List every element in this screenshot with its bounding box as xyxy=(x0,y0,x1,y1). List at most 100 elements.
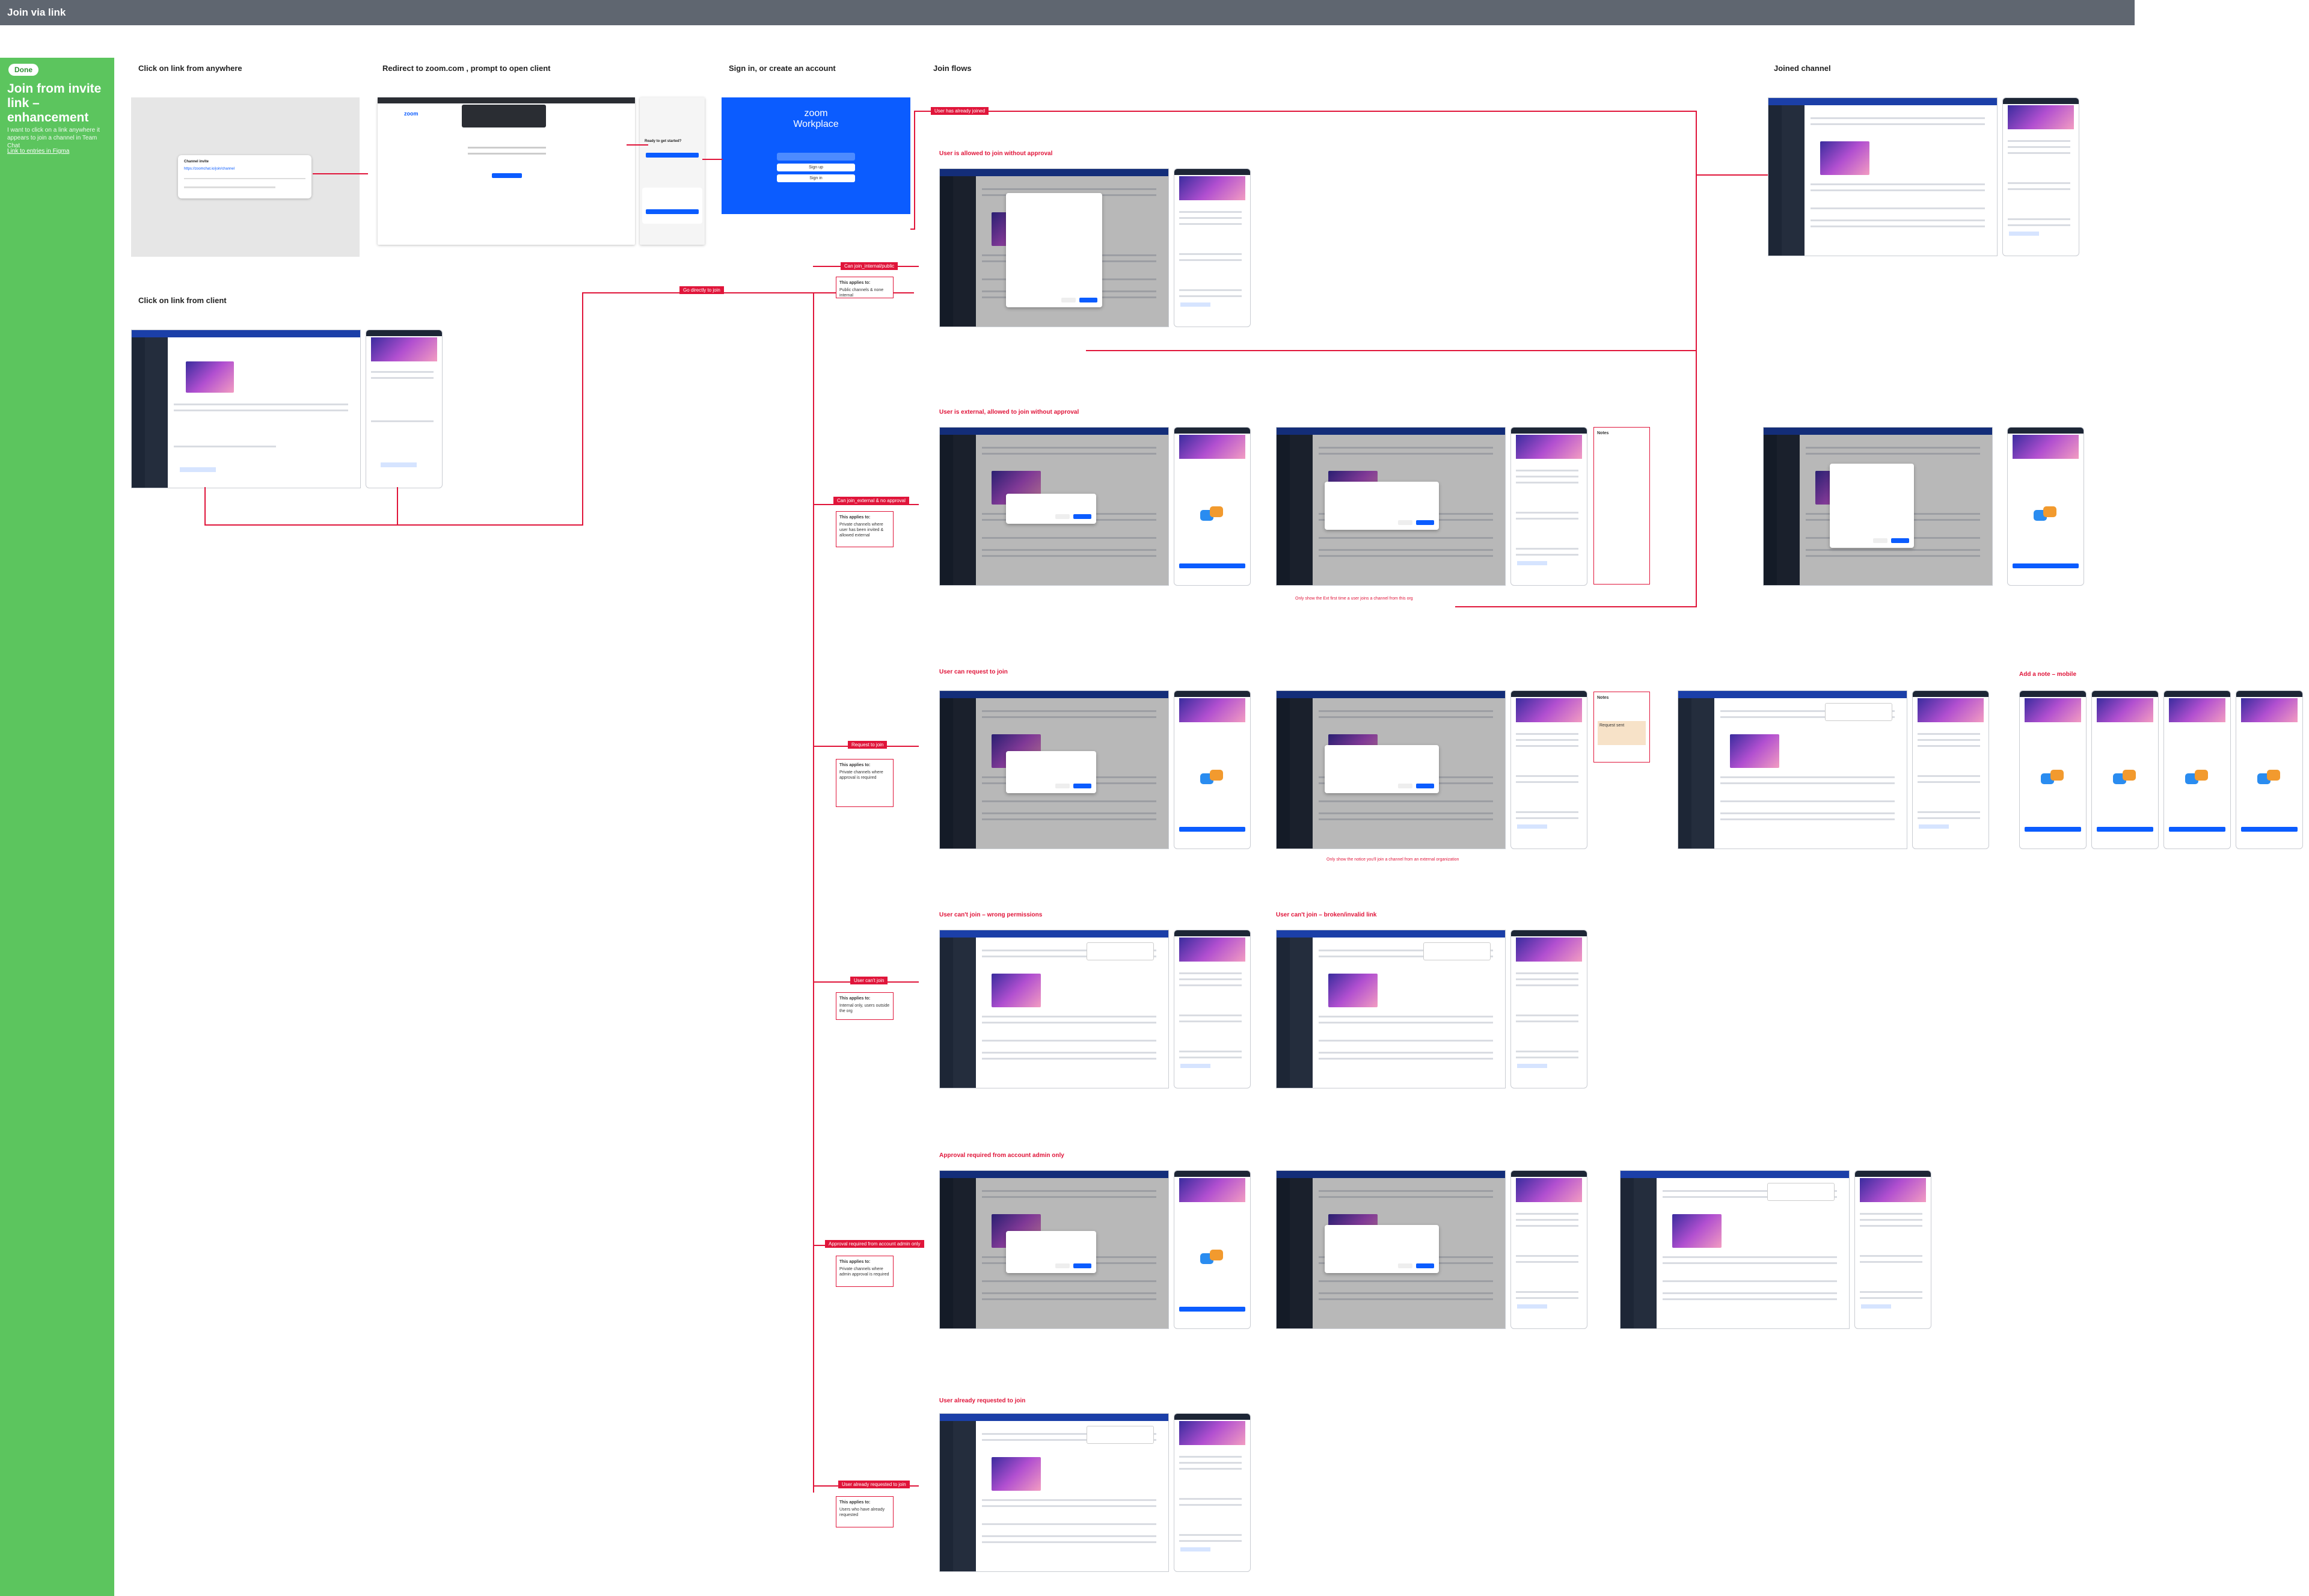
invite-link-chip[interactable] xyxy=(2009,232,2039,236)
connector xyxy=(914,111,915,229)
note-label: This applies to: xyxy=(839,1260,871,1264)
invite-link-chip[interactable] xyxy=(381,462,417,467)
invite-link-chip[interactable] xyxy=(1861,1304,1891,1309)
chat-image xyxy=(2097,698,2153,722)
chat-line xyxy=(982,453,1156,455)
open-client-dialog[interactable] xyxy=(462,105,546,127)
chat-line xyxy=(2008,218,2070,220)
chat-line xyxy=(1811,207,1985,209)
join-button[interactable] xyxy=(1416,784,1434,788)
chat-line xyxy=(1516,1225,1578,1227)
mobile-screen xyxy=(1510,930,1587,1088)
invite-link-chip[interactable] xyxy=(180,467,216,472)
cancel-button[interactable] xyxy=(1061,298,1076,302)
chat-image xyxy=(2008,105,2074,129)
redirect-browser: zoom xyxy=(378,97,635,245)
connector xyxy=(204,487,206,526)
sign-in-button[interactable] xyxy=(777,153,855,161)
connector xyxy=(1696,174,1768,176)
channel-list xyxy=(1777,435,1800,585)
join-channel-button[interactable] xyxy=(2097,827,2153,832)
invite-link-chip[interactable] xyxy=(1517,561,1547,565)
chat-line xyxy=(982,800,1156,802)
join-channel-button[interactable] xyxy=(2013,563,2079,568)
join-channel-button[interactable] xyxy=(1179,827,1245,832)
sign-in-alt-button[interactable]: Sign in xyxy=(777,174,855,182)
title-bar xyxy=(1768,98,1997,105)
flow-external: User is external, allowed to join withou… xyxy=(939,409,1079,416)
chat-line xyxy=(1319,453,1493,455)
desktop-screen xyxy=(1276,690,1506,849)
cancel-button[interactable] xyxy=(1398,1263,1412,1268)
open-app-button[interactable] xyxy=(646,153,699,158)
join-button[interactable] xyxy=(1073,514,1091,519)
chat-line xyxy=(1516,781,1578,783)
top-bar: Join via link xyxy=(0,0,2135,25)
chat-line xyxy=(1811,117,1985,119)
cancel-button[interactable] xyxy=(1055,1263,1070,1268)
chat-line xyxy=(1516,1261,1578,1263)
chat-line xyxy=(982,1292,1156,1294)
tag-can-join-external: Can join_external & no approval xyxy=(833,497,909,505)
launch-button[interactable] xyxy=(492,173,522,178)
connector xyxy=(397,487,398,526)
link-card-url[interactable]: https://zoomchat.io/join/channel xyxy=(184,167,235,171)
join-button[interactable] xyxy=(1073,1263,1091,1268)
join-button[interactable] xyxy=(1073,784,1091,788)
chat-line xyxy=(1918,739,1980,741)
join-button[interactable] xyxy=(1416,520,1434,525)
chat-image xyxy=(2025,698,2081,722)
chat-image xyxy=(1672,1214,1722,1248)
section-joined-channel: Joined channel xyxy=(1774,64,1831,73)
chat-line xyxy=(1720,776,1895,778)
desktop-screen xyxy=(1763,427,1993,586)
join-modal xyxy=(1325,482,1439,530)
open-zoom-button[interactable] xyxy=(646,209,699,214)
invite-link-chip[interactable] xyxy=(1517,1304,1547,1309)
sidebar-link[interactable]: Link to entries in Figma xyxy=(7,148,70,155)
join-channel-button[interactable] xyxy=(2025,827,2081,832)
chat-line xyxy=(982,1505,1156,1507)
join-button[interactable] xyxy=(1891,538,1909,543)
invite-link-chip[interactable] xyxy=(1180,1547,1210,1551)
chat-line xyxy=(982,1499,1156,1501)
connector xyxy=(1455,606,1697,607)
cancel-button[interactable] xyxy=(1055,514,1070,519)
chat-main xyxy=(1313,938,1505,1088)
chat-line xyxy=(1516,1057,1578,1058)
invite-link-chip[interactable] xyxy=(1180,302,1210,307)
section-click-client: Click on link from client xyxy=(138,296,227,305)
mobile-header xyxy=(2164,691,2230,697)
bubble-orange xyxy=(1210,506,1223,517)
chat-line xyxy=(1319,1292,1493,1294)
invite-link-chip[interactable] xyxy=(1919,824,1949,829)
connector xyxy=(1696,111,1697,606)
chat-line xyxy=(174,410,348,411)
brand-line2: Workplace xyxy=(793,119,839,129)
chat-bubbles-illustration xyxy=(2185,770,2209,787)
app-nav xyxy=(1277,435,1290,585)
cancel-button[interactable] xyxy=(1398,784,1412,788)
invite-link-chip[interactable] xyxy=(1517,824,1547,829)
chat-line xyxy=(1319,812,1493,814)
join-channel-button[interactable] xyxy=(1179,563,1245,568)
join-channel-button[interactable] xyxy=(1179,1307,1245,1312)
join-button[interactable] xyxy=(1079,298,1097,302)
chat-line xyxy=(982,188,1156,190)
join-channel-button[interactable] xyxy=(2241,827,2298,832)
cancel-button[interactable] xyxy=(1398,520,1412,525)
chat-line xyxy=(1516,554,1578,556)
join-channel-button[interactable] xyxy=(2169,827,2225,832)
mobile-screen xyxy=(1510,690,1587,849)
link-card-row xyxy=(184,186,275,188)
cancel-button[interactable] xyxy=(1055,784,1070,788)
join-button[interactable] xyxy=(1416,1263,1434,1268)
sign-up-button[interactable]: Sign up xyxy=(777,164,855,171)
chat-line xyxy=(982,1040,1156,1042)
invite-link-chip[interactable] xyxy=(1517,1064,1547,1068)
invite-link-chip[interactable] xyxy=(1180,1064,1210,1068)
cancel-button[interactable] xyxy=(1873,538,1887,543)
link-card[interactable]: Channel invite https://zoomchat.io/join/… xyxy=(178,155,311,198)
chat-line xyxy=(1179,1051,1242,1052)
app-nav xyxy=(940,698,953,849)
